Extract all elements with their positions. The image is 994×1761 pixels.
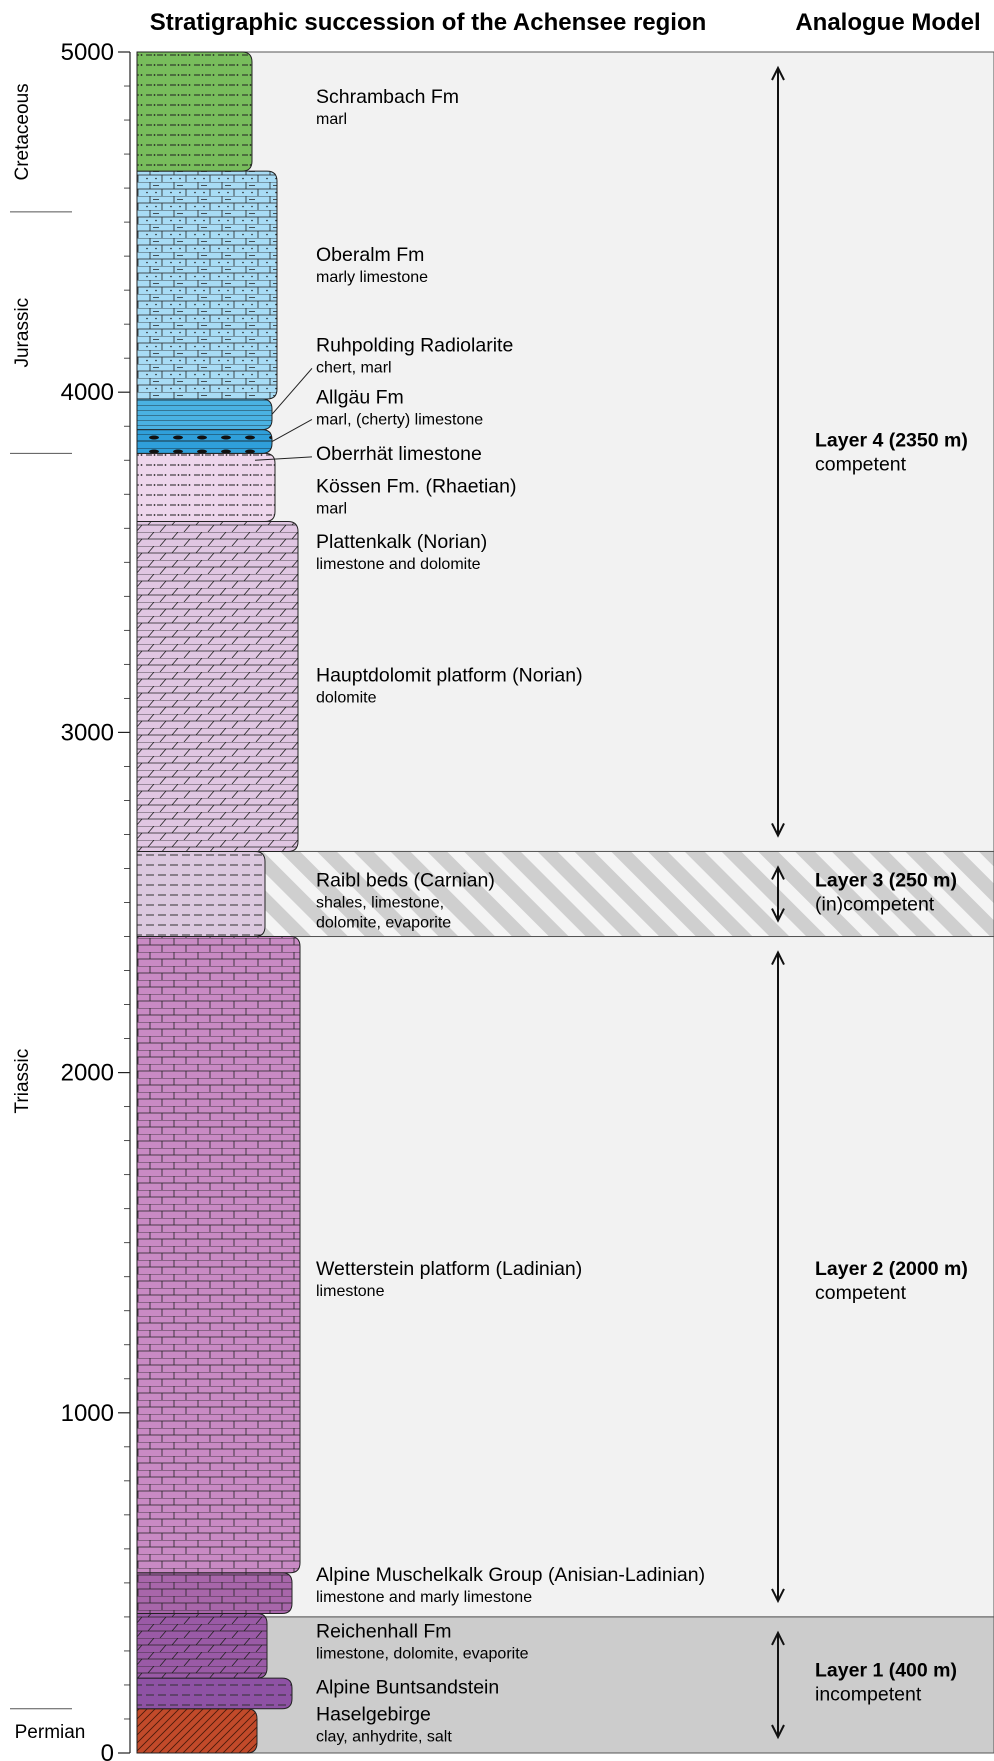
formation-name-k-ssen-fm-rhaetian-: Kössen Fm. (Rhaetian) [316, 476, 517, 498]
formation-lith-ruhpolding-radiolarite: chert, marl [316, 359, 392, 376]
unit-oberalm-pattern [136, 170, 278, 400]
leader-allgaeu [271, 418, 313, 442]
unit-raibl-pattern [136, 850, 266, 938]
period-label-cretaceous: Cretaceous [12, 83, 33, 180]
formation-name-alpine-muschelkalk-group-anisian-ladinian-: Alpine Muschelkalk Group (Anisian-Ladini… [316, 1564, 705, 1586]
layer-arrowhead-top-2 [771, 950, 785, 965]
unit-allgaeu-pattern [136, 429, 273, 454]
formation-lith-reichenhall-fm: limestone, dolomite, evaporite [316, 1645, 529, 1662]
column-title: Stratigraphic succession of the Achensee… [150, 9, 707, 36]
tick-label-4000: 4000 [61, 379, 114, 406]
formation-lith-raibl-beds-carnian-: shales, limestone, [316, 895, 444, 912]
unit-buntsandstein-pattern [136, 1677, 293, 1710]
layer-name-3: Layer 3 (250 m) [815, 870, 957, 892]
formation-lith-haselgebirge: clay, anhydrite, salt [316, 1729, 452, 1746]
leader-lines [254, 368, 313, 461]
unit-ruhpolding-pattern [136, 398, 273, 431]
formation-lith-oberalm-fm: marly limestone [316, 269, 428, 286]
formation-lith-allg-u-fm: marl, (cherty) limestone [316, 411, 483, 428]
leader-oberrhaet [254, 456, 313, 461]
layer-property-1: incompetent [815, 1683, 922, 1705]
layer-property-3: (in)competent [815, 894, 935, 916]
tick-label-2000: 2000 [61, 1060, 114, 1087]
formation-name-alpine-buntsandstein: Alpine Buntsandstein [316, 1676, 499, 1698]
layer-property-4: competent [815, 454, 907, 476]
unit-haselgebirge-pattern [136, 1708, 258, 1754]
formation-name-allg-u-fm: Allgäu Fm [316, 386, 404, 408]
layer-arrowhead-top-4 [771, 65, 785, 81]
formation-lith-hauptdolomit-platform-norian-: dolomite [316, 689, 377, 706]
layer-arrowhead-bottom-1 [771, 1724, 785, 1740]
depth-axis: 0 1000 2000 3000 4000 5000 [61, 39, 131, 1761]
formation-lith-wetterstein-platform-ladinian-: limestone [316, 1283, 385, 1300]
unit-wetterstein-pattern [136, 936, 301, 1574]
layer-arrowhead-top-1 [771, 1630, 785, 1646]
period-label-jurassic: Jurassic [12, 298, 33, 368]
layer-name-4: Layer 4 (2350 m) [815, 430, 968, 452]
formation-name-ruhpolding-radiolarite: Ruhpolding Radiolarite [316, 334, 513, 356]
formation-lith-alpine-muschelkalk-group-anisian-ladinian-: limestone and marly limestone [316, 1589, 532, 1606]
layer-name-2: Layer 2 (2000 m) [815, 1258, 968, 1280]
formation-name-schrambach-fm: Schrambach Fm [316, 86, 459, 108]
formation-name-haselgebirge: Haselgebirge [316, 1704, 431, 1726]
model-band-3 [136, 850, 994, 938]
unit-muschelkalk-pattern [136, 1572, 293, 1615]
formation-name-plattenkalk-norian-: Plattenkalk (Norian) [316, 531, 487, 553]
layer-name-1: Layer 1 (400 m) [815, 1659, 957, 1681]
formation-lith-plattenkalk-norian-: limestone and dolomite [316, 556, 481, 573]
formation-lith-schrambach-fm: marl [316, 111, 347, 128]
layer-arrowhead-bottom-4 [771, 823, 785, 838]
formation-lith-k-ssen-fm-rhaetian-: marl [316, 501, 347, 518]
layer-property-2: competent [815, 1282, 907, 1304]
formation-name-oberrh-t-limestone: Oberrhät limestone [316, 443, 482, 465]
layer-arrowhead-top-3 [771, 865, 785, 880]
formation-lith2-raibl-beds-carnian-: dolomite, evaporite [316, 915, 451, 932]
unit-hauptdolomit-pattern [136, 520, 299, 852]
stratigraphic-column [136, 51, 301, 1754]
formation-name-hauptdolomit-platform-norian-: Hauptdolomit platform (Norian) [316, 664, 583, 686]
formation-name-raibl-beds-carnian-: Raibl beds (Carnian) [316, 870, 495, 892]
unit-koessen-pattern [136, 452, 276, 522]
tick-label-5000: 5000 [61, 39, 114, 66]
leader-ruhpolding [271, 368, 313, 415]
formation-name-wetterstein-platform-ladinian-: Wetterstein platform (Ladinian) [316, 1258, 582, 1280]
formation-name-oberalm-fm: Oberalm Fm [316, 244, 424, 266]
tick-label-0: 0 [101, 1740, 114, 1761]
layer-arrowhead-bottom-2 [771, 1588, 785, 1604]
model-title: Analogue Model [795, 9, 980, 36]
tick-label-1000: 1000 [61, 1400, 114, 1427]
formation-name-reichenhall-fm: Reichenhall Fm [316, 1620, 451, 1642]
unit-schrambach-pattern [136, 51, 253, 172]
layer-arrowhead-bottom-3 [771, 908, 785, 923]
period-label-triassic: Triassic [12, 1049, 33, 1114]
period-label-permian: Permian [15, 1722, 86, 1743]
unit-reichenhall-pattern [136, 1613, 268, 1679]
tick-label-3000: 3000 [61, 719, 114, 746]
